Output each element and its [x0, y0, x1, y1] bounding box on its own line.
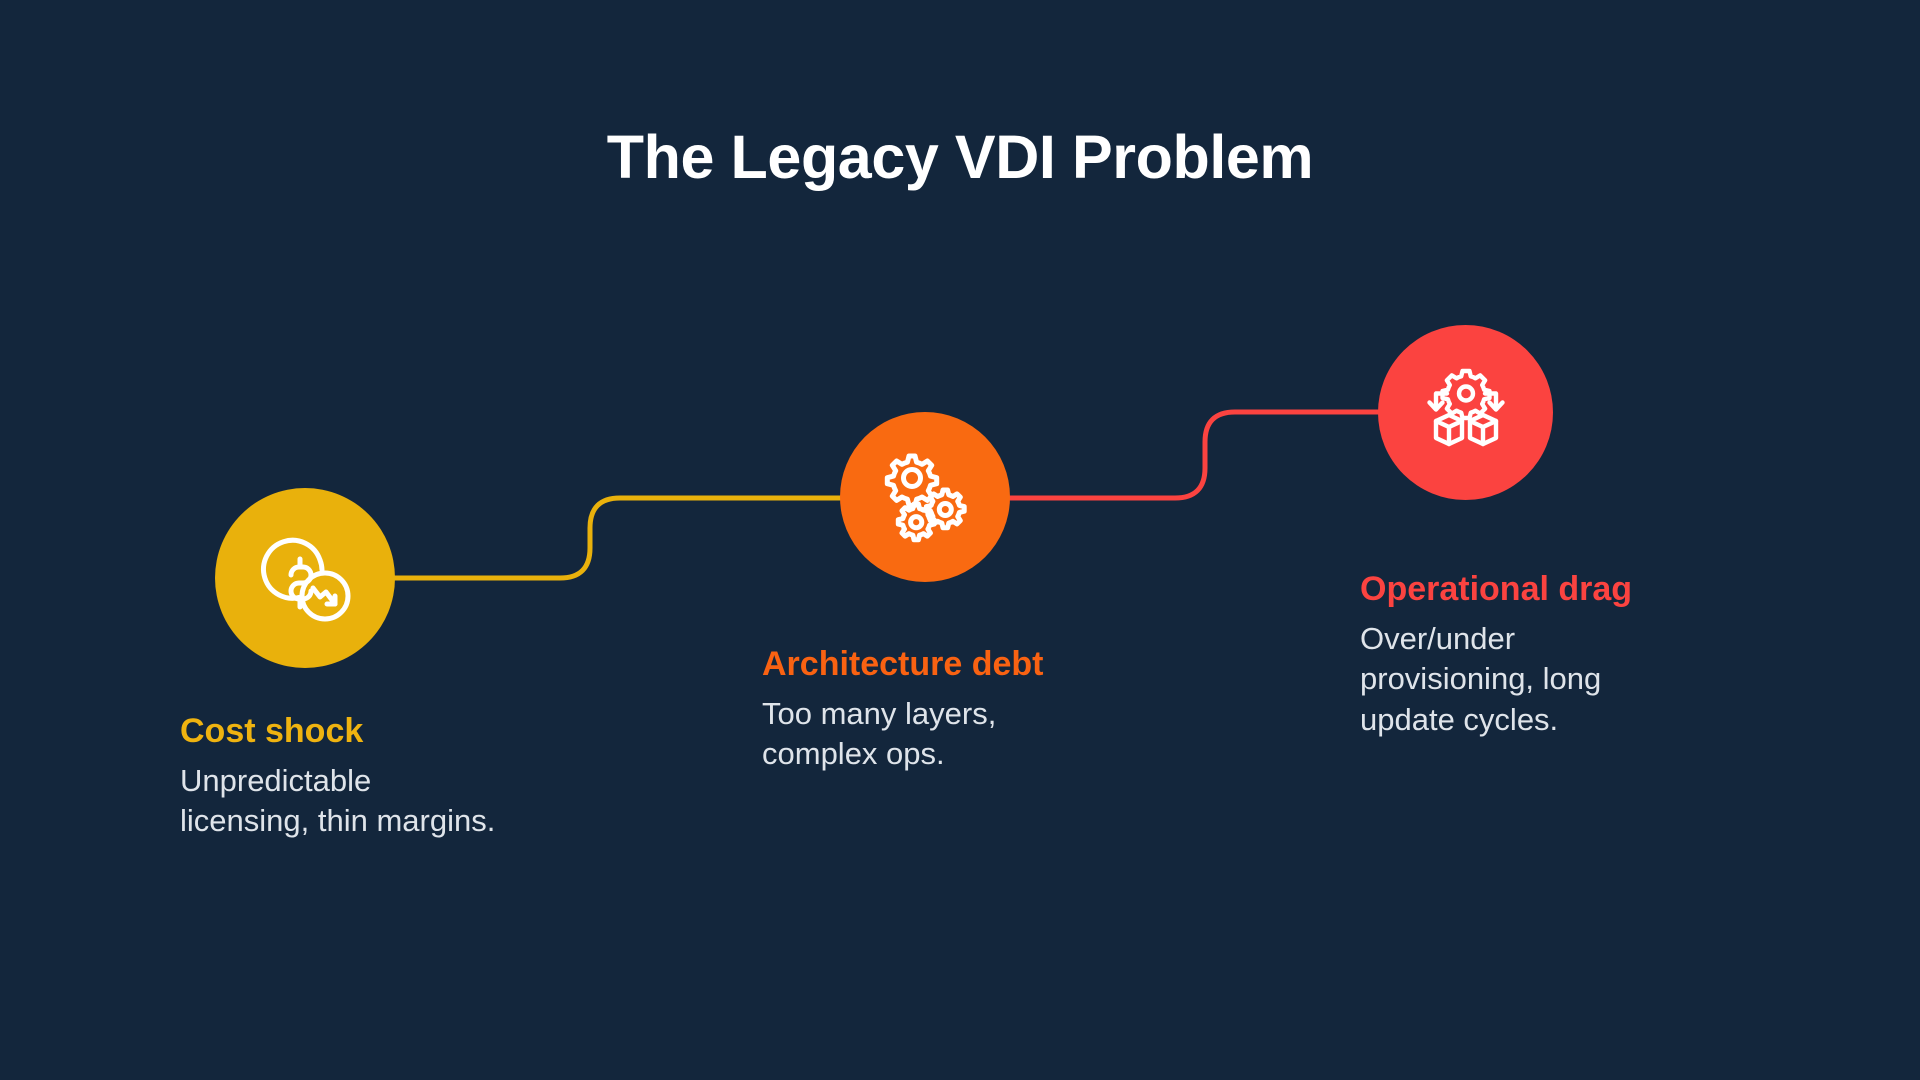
connector-cost-to-arch: [390, 495, 845, 581]
node-architecture-debt-heading: Architecture debt: [762, 645, 1044, 683]
node-operational-drag-text: Operational drag Over/under provisioning…: [1360, 570, 1760, 740]
coin-dollar-down-icon: [261, 537, 351, 622]
page-title: The Legacy VDI Problem: [606, 123, 1314, 191]
node-architecture-debt-body-line-1: Too many layers,: [762, 696, 997, 732]
gear-arrows-cubes-icon: [1426, 368, 1505, 446]
node-architecture-debt-text: Architecture debt Too many layers, compl…: [762, 645, 1192, 775]
node-architecture-debt-body: Too many layers, complex ops.: [762, 694, 1192, 775]
node-operational-drag-body-line-3: update cycles.: [1360, 701, 1559, 737]
node-operational-drag-body-line-1: Over/under: [1360, 621, 1516, 657]
node-cost-shock-body-line-1: Unpredictable: [180, 763, 372, 799]
node-operational-drag-body: Over/under provisioning, long update cyc…: [1360, 619, 1760, 740]
node-cost-shock-bubble[interactable]: [215, 488, 395, 668]
node-operational-drag-heading: Operational drag: [1360, 570, 1633, 608]
node-operational-drag-body-line-2: provisioning, long: [1360, 661, 1602, 697]
node-cost-shock-body-line-2: licensing, thin margins.: [180, 803, 496, 839]
node-operational-drag-bubble[interactable]: [1378, 325, 1553, 500]
node-cost-shock-text: Cost shock Unpredictable licensing, thin…: [180, 712, 650, 842]
node-architecture-debt-bubble[interactable]: [840, 412, 1010, 582]
node-cost-shock-body: Unpredictable licensing, thin margins.: [180, 761, 650, 842]
connector-arch-to-ops: [1005, 409, 1383, 501]
gears-icon: [884, 453, 967, 543]
node-cost-shock-heading: Cost shock: [180, 712, 364, 750]
node-architecture-debt-body-line-2: complex ops.: [762, 736, 945, 772]
